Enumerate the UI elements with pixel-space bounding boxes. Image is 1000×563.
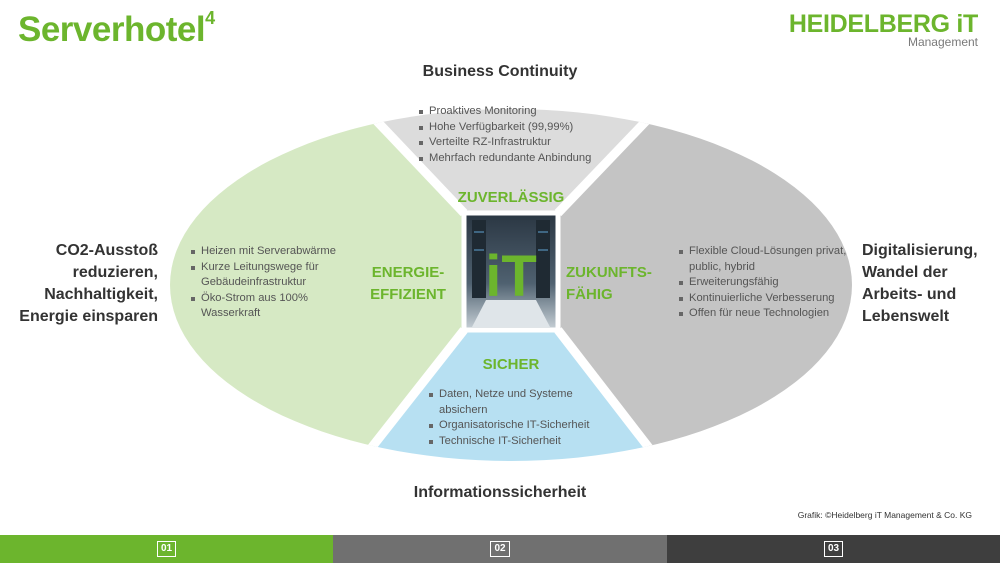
segment-left-shape [170, 109, 464, 461]
page-number-01: 01 [156, 541, 177, 557]
list-item: Mehrfach redundante Anbindung [418, 151, 638, 167]
center-it-logo: iT [485, 244, 537, 309]
heading-left-line: reduzieren, [72, 264, 158, 281]
segment-bottom-list: Daten, Netze und Systeme absichern Organ… [428, 387, 603, 449]
footer-section-2[interactable]: 02 [333, 535, 667, 563]
heading-informationssicherheit: Informationssicherheit [413, 484, 587, 501]
heading-right-line: Arbeits- und [862, 286, 957, 303]
server-room-image [461, 210, 561, 333]
list-item: Offen für neue Technologien [678, 306, 853, 322]
segment-top-label: ZUVERLÄSSIG [457, 189, 565, 206]
segment-right-label-line: FÄHIG [566, 286, 613, 303]
list-item: Heizen mit Serverabwärme [190, 244, 360, 260]
list-item: Verteilte RZ-Infrastruktur [418, 135, 638, 151]
segment-left-label: ENERGIE- EFFIZIENT [362, 262, 454, 306]
heading-right-line: Lebenswelt [862, 308, 950, 325]
list-item: Erweiterungsfähig [678, 275, 853, 291]
page-number-02: 02 [490, 541, 510, 557]
heading-right-line: Digitalisierung, [862, 242, 978, 259]
page-title: Serverhotel4 [18, 8, 215, 50]
heading-left-line: Nachhaltigkeit, [44, 286, 158, 303]
heading-business-continuity: Business Continuity [422, 63, 578, 80]
page-number-03: 03 [823, 541, 844, 557]
heading-right-line: Wandel der [862, 264, 948, 281]
list-item: Kurze Leitungswege für Gebäudeinfrastruk… [190, 260, 360, 291]
list-item: Technische IT-Sicherheit [428, 434, 603, 450]
segment-right-label-line: ZUKUNFTS- [566, 264, 652, 281]
heading-right: Digitalisierung, Wandel der Arbeits- und… [862, 240, 997, 328]
segment-right-label: ZUKUNFTS- FÄHIG [566, 262, 670, 306]
segment-left-list: Heizen mit Serverabwärme Kurze Leitungsw… [190, 244, 360, 322]
footer-section-1[interactable]: 01 [0, 535, 333, 563]
logo-subline: Management [907, 35, 978, 49]
segment-bottom-shape [350, 330, 670, 461]
list-item: Organisatorische IT-Sicherheit [428, 418, 603, 434]
list-item: Hohe Verfügbarkeit (99,99%) [418, 120, 638, 136]
heading-left-line: Energie einsparen [19, 308, 158, 325]
segment-left-label-line: EFFIZIENT [370, 286, 446, 303]
list-item: Kontinuierliche Verbesserung [678, 291, 853, 307]
footer-section-3[interactable]: 03 [667, 535, 1000, 563]
list-item: Proaktives Monitoring [418, 104, 638, 120]
image-credit: Grafik: ©Heidelberg iT Management & Co. … [797, 510, 972, 520]
logo-wordmark: HEIDELBERG iT [788, 10, 978, 38]
segment-top-shape [353, 109, 670, 213]
segment-bottom-label: SICHER [482, 356, 540, 373]
page-title-superscript: 4 [205, 8, 215, 29]
page-title-text: Serverhotel [18, 10, 206, 49]
heading-left-line: CO2-Ausstoß [55, 242, 158, 259]
segment-top-list: Proaktives Monitoring Hohe Verfügbarkeit… [418, 104, 638, 166]
list-item: Öko-Strom aus 100% Wasserkraft [190, 291, 360, 322]
segment-left-label-line: ENERGIE- [371, 264, 445, 281]
list-item: Daten, Netze und Systeme absichern [428, 387, 603, 418]
company-logo: HEIDELBERG iT Management [788, 10, 978, 49]
heading-left: CO2-Ausstoß reduzieren, Nachhaltigkeit, … [0, 240, 158, 328]
list-item: Flexible Cloud-Lösungen privat, public, … [678, 244, 853, 275]
segment-right-list: Flexible Cloud-Lösungen privat, public, … [678, 244, 853, 322]
